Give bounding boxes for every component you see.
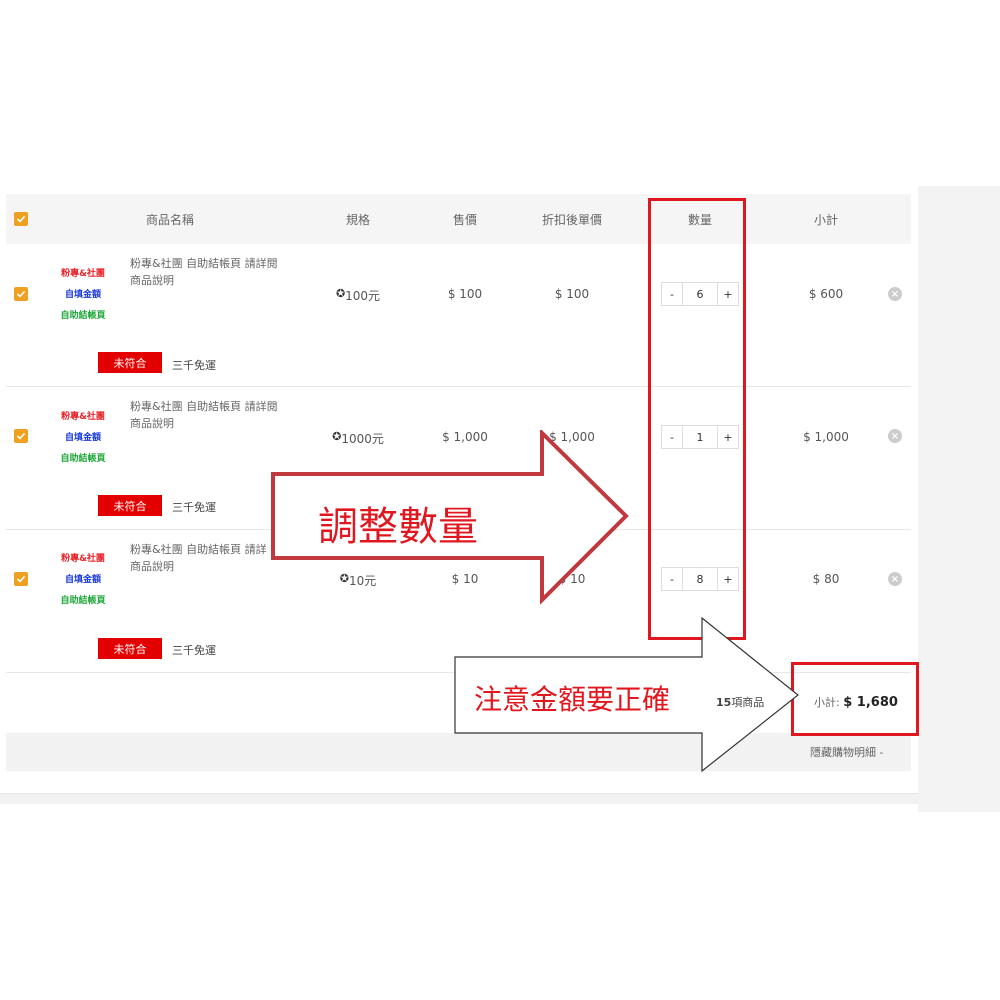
check-amount-arrow-icon — [454, 617, 799, 773]
bottom-divider — [0, 793, 918, 804]
check-icon — [16, 575, 26, 583]
subtotal-value: $ 1,680 — [843, 695, 898, 710]
spec-cell: ✪1000元 — [322, 430, 394, 447]
check-amount-annotation: 注意金額要正確 — [474, 683, 671, 716]
item-checkbox[interactable] — [14, 287, 28, 301]
select-all-checkbox[interactable] — [14, 212, 28, 226]
spec-cell: ✪10元 — [328, 572, 388, 589]
header-name: 商品名稱 — [145, 213, 194, 227]
cart-header — [6, 194, 911, 244]
adjust-qty-annotation: 調整數量 — [318, 504, 478, 550]
spec-cell: ✪100元 — [328, 287, 388, 304]
qty-minus-button[interactable]: - — [670, 430, 674, 444]
item-checkbox[interactable] — [14, 572, 28, 586]
spec-value: 10元 — [348, 574, 377, 588]
price-cell: $ 1,000 — [442, 430, 488, 444]
tag-fanpage: 粉專&社團 — [61, 554, 105, 564]
tag-self-checkout: 自助結帳頁 — [60, 454, 106, 464]
remove-icon[interactable]: × — [888, 287, 902, 301]
header-discount: 折扣後單價 — [541, 213, 602, 227]
qty-value[interactable]: 8 — [682, 568, 718, 590]
header-spec: 規格 — [345, 213, 370, 227]
tag-fanpage: 粉專&社團 — [61, 269, 105, 279]
qty-plus-button[interactable]: + — [723, 572, 733, 586]
tag-fanpage: 粉專&社團 — [61, 412, 105, 422]
tag-custom-amount: 自填金額 — [64, 290, 101, 300]
hide-details-link[interactable]: 隱藏購物明細 - — [810, 746, 884, 759]
product-name[interactable]: 粉專&社團 自助結帳頁 請詳 — [130, 543, 267, 556]
quantity-stepper: - 8 + — [661, 567, 739, 591]
quantity-stepper: - 6 + — [661, 282, 739, 306]
header-price: 售價 — [452, 213, 477, 227]
spec-icon: ✪ — [335, 287, 346, 300]
qty-value[interactable]: 1 — [682, 426, 718, 448]
discount-cell: $ 1,000 — [549, 430, 595, 444]
subtotal-cell: $ 80 — [812, 572, 840, 586]
promo-label: 三千免運 — [172, 501, 216, 514]
item-count-value: 15 — [716, 696, 732, 709]
qty-minus-button[interactable]: - — [670, 287, 674, 301]
product-name[interactable]: 粉專&社團 自助結帳頁 請詳閱 — [130, 257, 278, 270]
qty-minus-button[interactable]: - — [670, 572, 674, 586]
quantity-stepper: - 1 + — [661, 425, 739, 449]
price-cell: $ 100 — [447, 287, 483, 301]
product-desc: 商品說明 — [130, 560, 174, 573]
subtotal-cell: $ 1,000 — [803, 430, 849, 444]
price-cell: $ 10 — [451, 572, 479, 586]
item-checkbox[interactable] — [14, 429, 28, 443]
spec-value: 100元 — [345, 289, 381, 303]
remove-icon[interactable]: × — [888, 429, 902, 443]
qty-value[interactable]: 6 — [682, 283, 718, 305]
status-badge: 未符合 — [98, 495, 162, 516]
tag-self-checkout: 自助結帳頁 — [60, 596, 106, 606]
tag-custom-amount: 自填金額 — [64, 575, 101, 585]
cart-subtotal: 小計: $ 1,680 — [814, 694, 898, 710]
product-name[interactable]: 粉專&社團 自助結帳頁 請詳閱 — [130, 400, 278, 413]
adjust-qty-arrow-icon — [271, 430, 629, 605]
promo-label: 三千免運 — [172, 359, 216, 372]
qty-plus-button[interactable]: + — [723, 430, 733, 444]
check-icon — [16, 290, 26, 298]
spec-icon: ✪ — [339, 572, 349, 585]
discount-cell: $ 100 — [554, 287, 590, 301]
status-badge: 未符合 — [98, 352, 162, 373]
tag-self-checkout: 自助結帳頁 — [60, 311, 106, 321]
product-desc: 商品說明 — [130, 274, 174, 287]
qty-plus-button[interactable]: + — [723, 287, 733, 301]
check-icon — [16, 432, 26, 440]
remove-icon[interactable]: × — [888, 572, 902, 586]
subtotal-cell: $ 600 — [808, 287, 844, 301]
item-count-unit: 項商品 — [731, 696, 765, 709]
tag-custom-amount: 自填金額 — [64, 433, 101, 443]
header-subtotal: 小計 — [813, 213, 838, 227]
promo-label: 三千免運 — [172, 644, 216, 657]
spec-value: 1000元 — [341, 432, 384, 446]
item-count-overlay: 15項商品 — [716, 694, 765, 710]
summary-bar — [6, 733, 911, 771]
header-qty: 數量 — [687, 213, 712, 227]
qty-highlight-box — [648, 198, 746, 640]
product-desc: 商品說明 — [130, 417, 174, 430]
subtotal-highlight-box — [791, 662, 919, 736]
side-panel — [918, 186, 1000, 812]
status-badge: 未符合 — [98, 638, 162, 659]
subtotal-label: 小計: — [814, 696, 840, 709]
spec-icon: ✪ — [332, 430, 342, 443]
check-icon — [16, 215, 26, 223]
